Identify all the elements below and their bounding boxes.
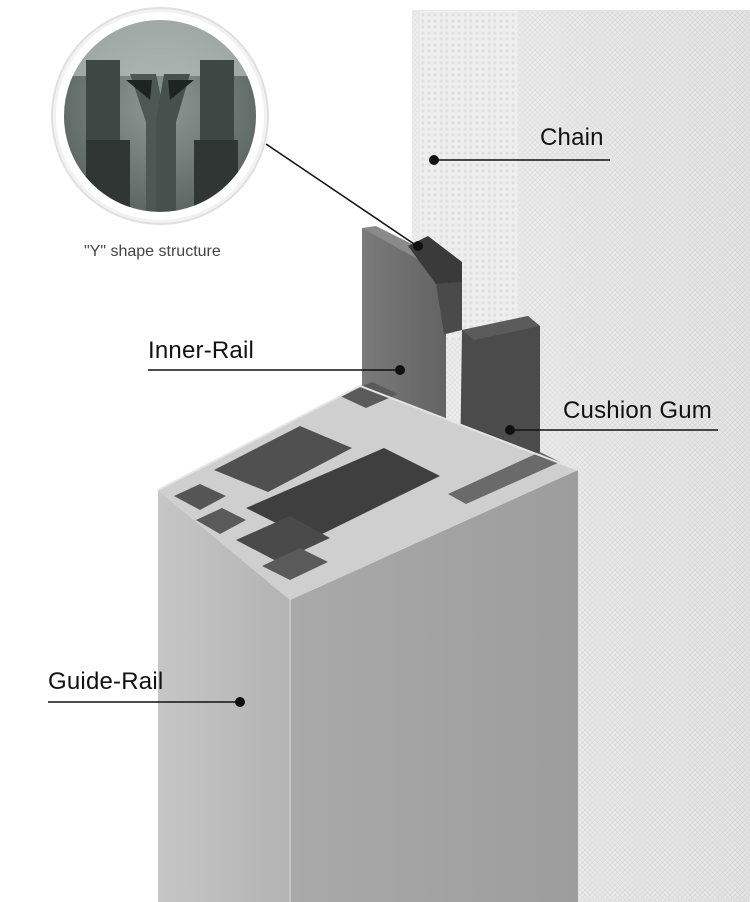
label-inner-rail: Inner-Rail — [148, 337, 255, 364]
leader-dots — [235, 155, 515, 707]
dot-inset — [413, 241, 423, 251]
label-guide-rail: Guide-Rail — [48, 668, 164, 695]
dot-chain — [429, 155, 439, 165]
guide-rail — [157, 382, 579, 902]
dot-inner-rail — [395, 365, 405, 375]
inset-magnifier — [51, 7, 269, 225]
leader-lines — [48, 143, 718, 703]
inset-caption: "Y" shape structure — [84, 243, 221, 260]
label-chain: Chain — [540, 124, 604, 151]
label-cushion-gum: Cushion Gum — [563, 397, 712, 424]
dot-cushion-gum — [505, 425, 515, 435]
leader-inset — [265, 143, 421, 249]
dot-guide-rail — [235, 697, 245, 707]
